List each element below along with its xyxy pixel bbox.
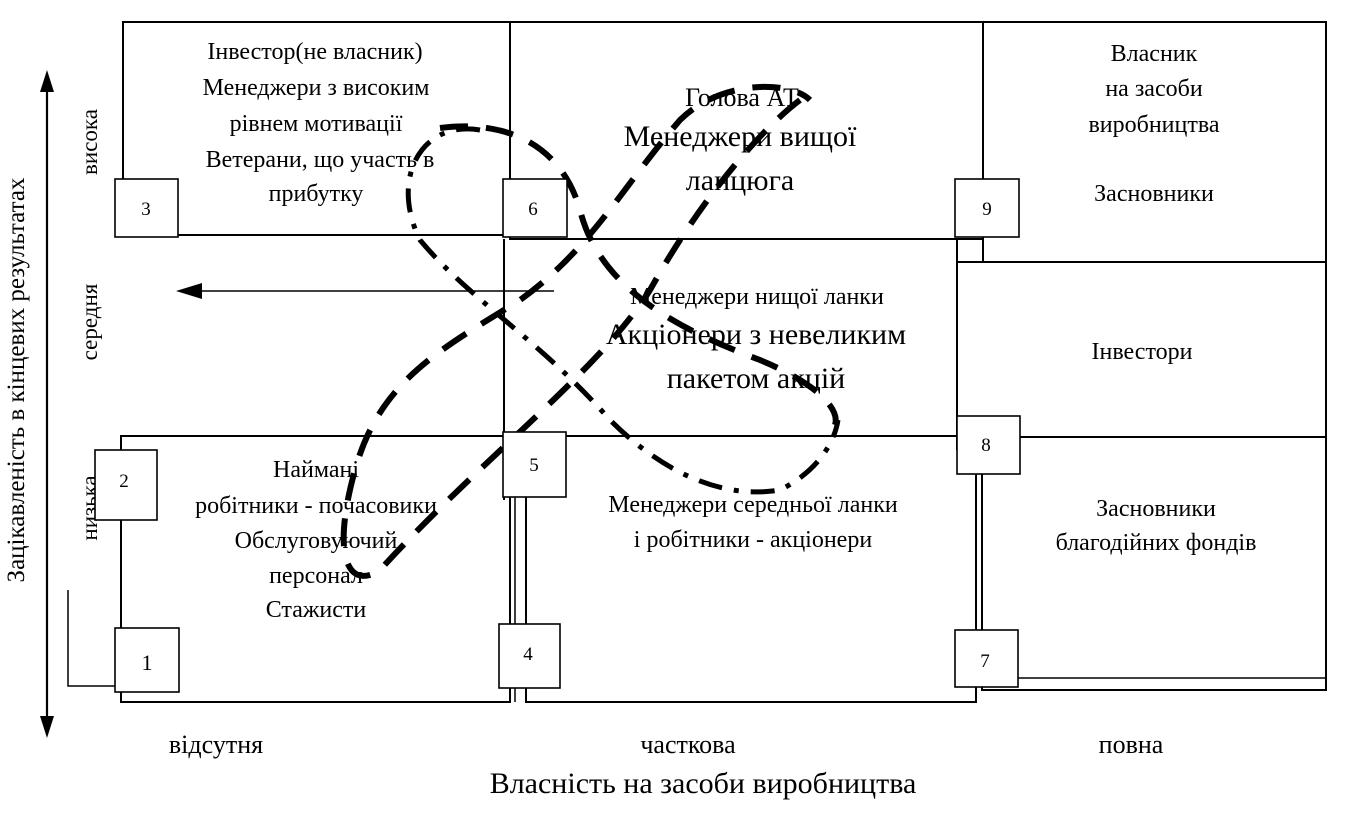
cell-8-line-1: Засновники	[1096, 496, 1216, 522]
cell-2-line-4: персонал	[269, 563, 363, 589]
cell-5-text: Менеджери середньої ланки і робітники - …	[608, 492, 898, 553]
cell-3-number-box	[114, 178, 179, 238]
cell-3-line-2: Менеджери з високим	[203, 75, 430, 101]
cell-7-border	[981, 436, 1327, 691]
cell-3-number: 3	[141, 199, 151, 220]
x-axis: відсутня часткова повна Власність на зас…	[169, 730, 1164, 800]
cell-1-number-box	[114, 627, 180, 693]
cell-6-line-2: Менеджери вищої	[624, 120, 857, 153]
y-level-medium: середня	[77, 283, 102, 360]
cell-5-mid-line-2: Акціонери з невеликим	[606, 318, 906, 351]
cell-9-text: Власник на засоби виробництва Засновники	[1088, 41, 1219, 207]
cell-1-outer-frame	[67, 590, 116, 687]
cell-5-number: 5	[529, 455, 539, 476]
cell-4-border	[525, 435, 977, 703]
cell-9-number-box	[954, 178, 1020, 238]
cell-3-text: Інвестор(не власник) Менеджери з високим…	[203, 39, 435, 207]
cell-3-line-4: Ветерани, що участь в	[206, 147, 435, 173]
cell-9-line-2: на засоби	[1105, 76, 1202, 102]
dashed-curves	[340, 83, 841, 579]
cell-8-number: 8	[981, 435, 991, 456]
x-level-partial: часткова	[640, 730, 736, 759]
cell-2-number: 2	[119, 471, 129, 492]
cell-6-line-3: ланцюга	[686, 164, 794, 197]
dashed-loop	[340, 83, 813, 579]
cell-9-extra: Засновники	[1094, 181, 1214, 207]
middle-arrow	[176, 283, 554, 299]
cell-9-line-3: виробництва	[1088, 112, 1219, 138]
y-level-high: висока	[77, 109, 102, 175]
cell-9-number: 9	[982, 199, 992, 220]
cell-5-mid-line-1: Менеджери нищої ланки	[630, 284, 884, 310]
y-axis: Зацікавленість в кінцевих результатах ви…	[3, 70, 102, 738]
cell-8-mid-line-1: Інвестори	[1092, 339, 1193, 365]
cell-1-number: 1	[142, 650, 153, 675]
cell-6-text: Голова АТ Менеджери вищої ланцюга	[624, 83, 857, 197]
cell-7-number-box	[954, 629, 1019, 688]
cell-5-mid-text: Менеджери нищої ланки Акціонери з невели…	[606, 284, 906, 395]
middle-arrow-left-icon	[176, 283, 202, 299]
cell-5-line-2: і робітники - акціонери	[634, 527, 873, 553]
x-axis-title: Власність на засоби виробництва	[490, 767, 917, 800]
cell-2-line-5: Стажисти	[266, 597, 367, 623]
x-level-full: повна	[1099, 730, 1164, 759]
dashdot-curve	[405, 126, 841, 495]
cell-6-line-1: Голова АТ	[685, 83, 799, 112]
cell-2-text: Наймані робітники - почасовики Обслугову…	[195, 457, 437, 623]
dashed-curve-upper	[439, 123, 839, 426]
cell-2-line-1: Наймані	[273, 457, 359, 483]
cell-3-line-3: рівнем мотивації	[230, 111, 403, 137]
cell-5-mid-line-3: пакетом акцій	[667, 362, 845, 395]
cell-3-line-1: Інвестор(не власник)	[207, 39, 422, 65]
y-axis-title: Зацікавленість в кінцевих результатах	[3, 177, 30, 582]
number-boxes: 3 6 9 2 5 8 1 4 7	[94, 178, 1021, 693]
cell-8-number-box	[956, 415, 1021, 475]
cell-8-line-2: благодійних фондів	[1056, 530, 1257, 556]
cell-5-line-1: Менеджери середньої ланки	[608, 492, 898, 518]
cell-2-line-3: Обслуговуючий	[235, 528, 398, 554]
cell-2-number-box	[94, 449, 158, 521]
cell-5-number-box	[502, 431, 567, 498]
cell-7-number: 7	[980, 651, 990, 672]
cell-4-number: 4	[523, 644, 533, 665]
cell-2-line-2: робітники - почасовики	[195, 493, 437, 519]
cell-6-number: 6	[528, 199, 538, 220]
cell-9-line-1: Власник	[1111, 41, 1198, 67]
cell-8-mid-text: Інвестори	[1092, 339, 1193, 365]
cell-3-line-5: прибутку	[269, 181, 364, 207]
cell-6-number-box	[502, 178, 568, 238]
y-axis-arrow-down-icon	[40, 716, 54, 738]
cell-1-border	[120, 435, 511, 703]
cell-4-number-box	[498, 623, 561, 689]
cell-8-text: Засновники благодійних фондів	[1056, 496, 1257, 556]
x-level-absent: відсутня	[169, 730, 263, 759]
y-axis-arrow-up-icon	[40, 70, 54, 92]
